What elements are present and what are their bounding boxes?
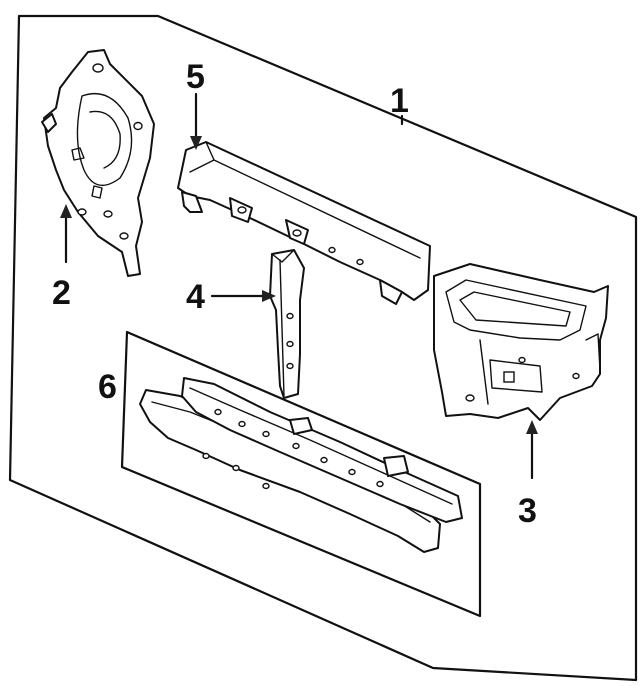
callout-3: 3	[518, 492, 537, 530]
callout-1: 1	[390, 82, 409, 120]
part-3-right-bracket	[433, 263, 609, 421]
inset-outline-part-6	[120, 330, 482, 618]
callout-5: 5	[186, 58, 205, 96]
part-6-lower-tie-bar	[139, 377, 463, 553]
callout-6: 6	[98, 368, 117, 406]
part-2-left-bracket	[41, 49, 155, 277]
assembly-outline	[8, 14, 638, 682]
callout-4: 4	[186, 278, 205, 316]
callout-2: 2	[52, 274, 71, 312]
leader-lines	[60, 92, 538, 480]
part-4-center-support	[269, 249, 305, 399]
part-5-upper-tie-bar	[177, 141, 431, 305]
